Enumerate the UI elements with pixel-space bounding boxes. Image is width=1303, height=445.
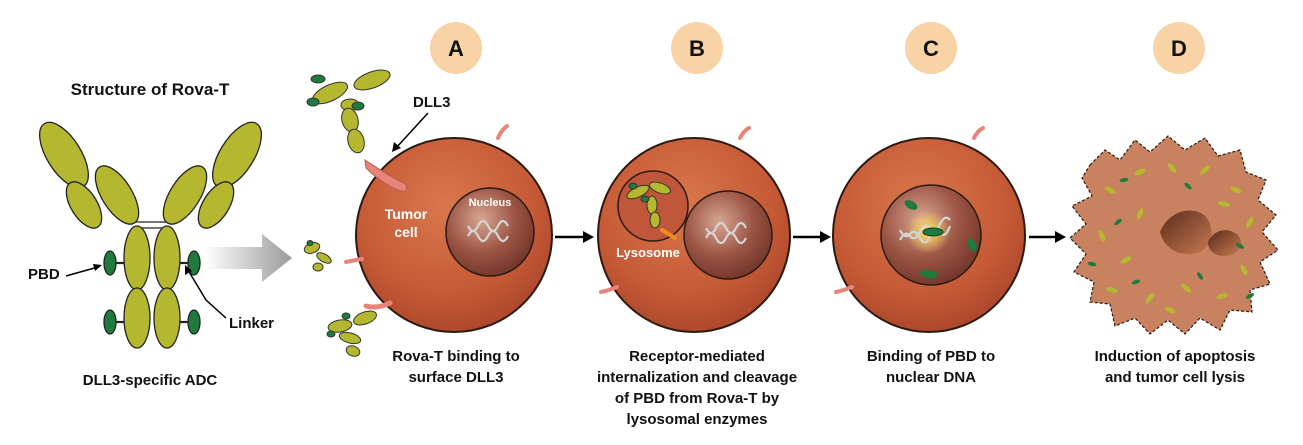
dll3-label: DLL3 [413, 94, 451, 111]
dna-helix [467, 219, 509, 243]
svg-text:D: D [1171, 36, 1187, 61]
dll3-receptor [496, 124, 509, 140]
dll3-pointer [395, 112, 429, 149]
fc-domain [153, 225, 181, 291]
light-chain-domain [197, 181, 235, 229]
heavy-chain-domain [162, 165, 208, 225]
svg-text:of PBD from Rova-T by: of PBD from Rova-T by [615, 390, 780, 407]
svg-text:and tumor cell lysis: and tumor cell lysis [1105, 369, 1245, 386]
svg-text:Receptor-mediated: Receptor-mediated [629, 348, 765, 365]
svg-text:lysosomal enzymes: lysosomal enzymes [627, 411, 768, 428]
step-caption-c: Binding of PBD to nuclear DNA [867, 348, 995, 386]
step-caption-a: Rova-T binding to surface DLL3 [392, 348, 519, 386]
tumor-cell-c [832, 126, 1026, 333]
structure-caption: DLL3-specific ADC [83, 372, 218, 389]
rova-t-bound [306, 69, 391, 154]
svg-text:Rova-T binding to: Rova-T binding to [392, 348, 519, 365]
step-badge-d: D [1153, 22, 1205, 74]
tumor-cell-a [344, 124, 553, 333]
structure-title: Structure of Rova-T [71, 80, 230, 99]
step-badge-b: B [671, 22, 723, 74]
pbd-payload [904, 200, 918, 210]
rova-t-internalized [626, 181, 671, 229]
light-chain-domain [65, 181, 103, 229]
dll3-receptor [364, 159, 408, 192]
nucleus-label: Nucleus [469, 197, 512, 209]
fc-domain [123, 225, 151, 291]
linker-pointer [187, 269, 227, 319]
lysis-hole [1208, 230, 1242, 256]
dll3-pointer-head [392, 142, 401, 152]
pbd-label: PBD [28, 266, 60, 283]
step-caption-d: Induction of apoptosis and tumor cell ly… [1095, 348, 1256, 386]
pbd-dna-adduct [922, 227, 944, 237]
pbd-payload [187, 309, 201, 335]
rova-t-free [303, 240, 332, 272]
cell-debris [1087, 163, 1255, 314]
pbd-payload [103, 309, 117, 335]
step-badge-a: A [430, 22, 482, 74]
svg-text:C: C [923, 36, 939, 61]
adc-structure [39, 121, 262, 349]
dll3-receptor [972, 126, 985, 140]
svg-text:surface DLL3: surface DLL3 [408, 369, 503, 386]
dll3-receptor [599, 285, 619, 294]
lysis-hole [1160, 210, 1212, 255]
svg-text:Binding of PBD to: Binding of PBD to [867, 348, 995, 365]
lysosome-label: Lysosome [616, 245, 680, 260]
heavy-chain-domain [39, 121, 89, 189]
tumor-cell-label-line1: Tumor [385, 206, 428, 222]
pbd-payload [103, 250, 117, 276]
lysed-cell-d [1069, 135, 1279, 335]
step-caption-b: Receptor-mediated internalization and cl… [597, 348, 797, 428]
dna-helix [705, 221, 747, 245]
linker-pointer-head [185, 265, 192, 275]
pbd-payload [967, 238, 977, 252]
svg-text:Induction of apoptosis: Induction of apoptosis [1095, 348, 1256, 365]
svg-text:B: B [689, 36, 705, 61]
enzyme-cleavage [660, 228, 677, 240]
pbd-payload [920, 269, 938, 279]
step-arrow-bc-head [820, 231, 831, 243]
svg-text:A: A [448, 36, 464, 61]
rova-t-bound-lower [326, 310, 377, 357]
step-arrow-ab-head [583, 231, 594, 243]
dll3-receptor [363, 300, 393, 310]
pbd-pointer-head [93, 264, 102, 271]
dll3-receptor [834, 285, 854, 294]
dll3-receptor [738, 126, 751, 140]
fc-domain [123, 287, 151, 349]
heavy-chain-domain [212, 121, 262, 189]
linker-label: Linker [229, 315, 274, 332]
tumor-cell-label-line2: cell [394, 224, 417, 240]
pbd-payload [187, 250, 201, 276]
heavy-chain-domain [94, 165, 140, 225]
pbd-pointer [65, 266, 99, 277]
step-arrow-cd-head [1055, 231, 1066, 243]
transition-arrow [205, 234, 292, 282]
tumor-cell-b [597, 126, 791, 333]
step-badge-c: C [905, 22, 957, 74]
svg-text:nuclear DNA: nuclear DNA [886, 369, 976, 386]
fc-domain [153, 287, 181, 349]
svg-text:internalization and cleavage: internalization and cleavage [597, 369, 797, 386]
dll3-receptor [344, 257, 364, 264]
